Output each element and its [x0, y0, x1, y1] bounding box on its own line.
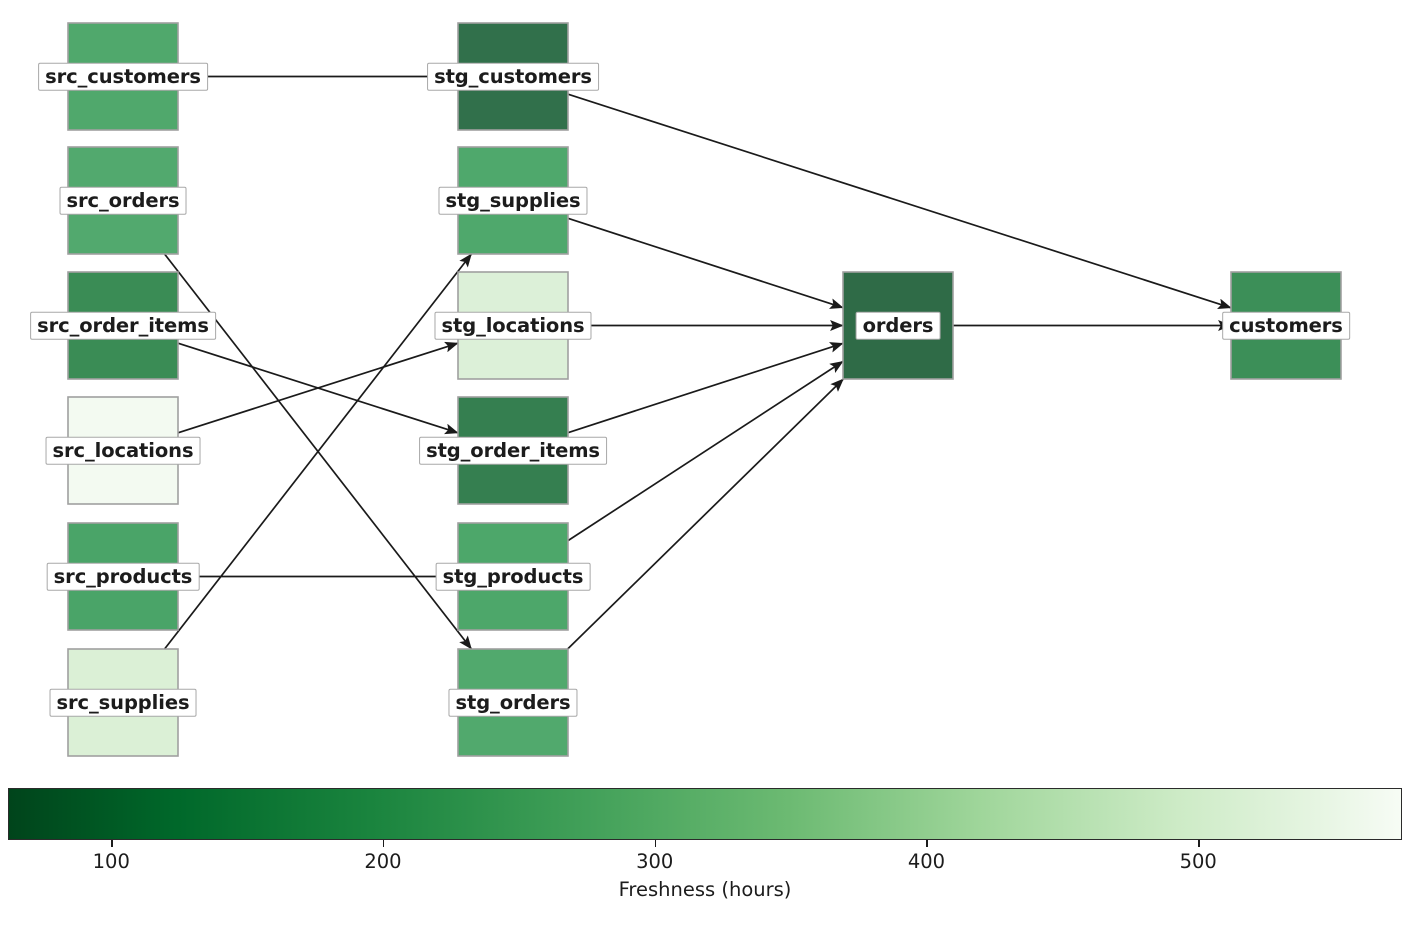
colorbar-tick-mark — [382, 840, 385, 847]
node-label-stg_supplies[interactable]: stg_supplies — [438, 186, 588, 215]
node-label-stg_products[interactable]: stg_products — [435, 562, 591, 591]
node-label-src_locations[interactable]: src_locations — [45, 436, 201, 465]
node-label-src_products[interactable]: src_products — [46, 562, 200, 591]
edge-stg_order_items-to-orders — [567, 342, 844, 434]
edge-stg_supplies-to-orders — [567, 217, 844, 309]
colorbar-tick-label: 200 — [364, 850, 402, 873]
edge-src_supplies-to-stg_supplies — [163, 253, 473, 650]
node-label-stg_orders[interactable]: stg_orders — [448, 688, 578, 717]
colorbar-tick-label: 500 — [1179, 850, 1217, 873]
node-label-stg_order_items[interactable]: stg_order_items — [419, 436, 607, 465]
nodes-layer — [67, 22, 1342, 757]
colorbar-tick-label: 400 — [907, 850, 946, 873]
colorbar-tick-mark — [926, 840, 928, 847]
colorbar-axis-label: Freshness (hours) — [618, 878, 792, 901]
colorbar-tick-label: 100 — [92, 850, 130, 873]
edge-src_locations-to-stg_locations — [177, 341, 459, 434]
edge-stg_products-to-orders — [567, 360, 844, 542]
edge-stg_orders-to-orders — [567, 378, 844, 650]
node-label-src_customers[interactable]: src_customers — [38, 62, 208, 91]
node-label-src_supplies[interactable]: src_supplies — [49, 688, 197, 717]
edges-layer — [163, 75, 1232, 650]
colorbar-tick-mark — [111, 840, 113, 847]
node-label-stg_locations[interactable]: stg_locations — [434, 311, 592, 340]
edge-stg_customers-to-customers — [567, 93, 1232, 309]
node-label-src_order_items[interactable]: src_order_items — [30, 311, 216, 340]
colorbar-tick-label: 300 — [636, 850, 674, 873]
node-label-stg_customers[interactable]: stg_customers — [427, 62, 599, 91]
node-label-src_orders[interactable]: src_orders — [59, 186, 187, 215]
colorbar: 100 200 300 400 500 Freshness (hours) — [0, 780, 1410, 926]
node-label-customers[interactable]: customers — [1222, 311, 1350, 340]
colorbar-gradient — [8, 788, 1402, 840]
node-label-orders[interactable]: orders — [855, 311, 941, 340]
colorbar-tick-mark — [1198, 840, 1200, 847]
colorbar-tick-mark — [654, 840, 657, 847]
